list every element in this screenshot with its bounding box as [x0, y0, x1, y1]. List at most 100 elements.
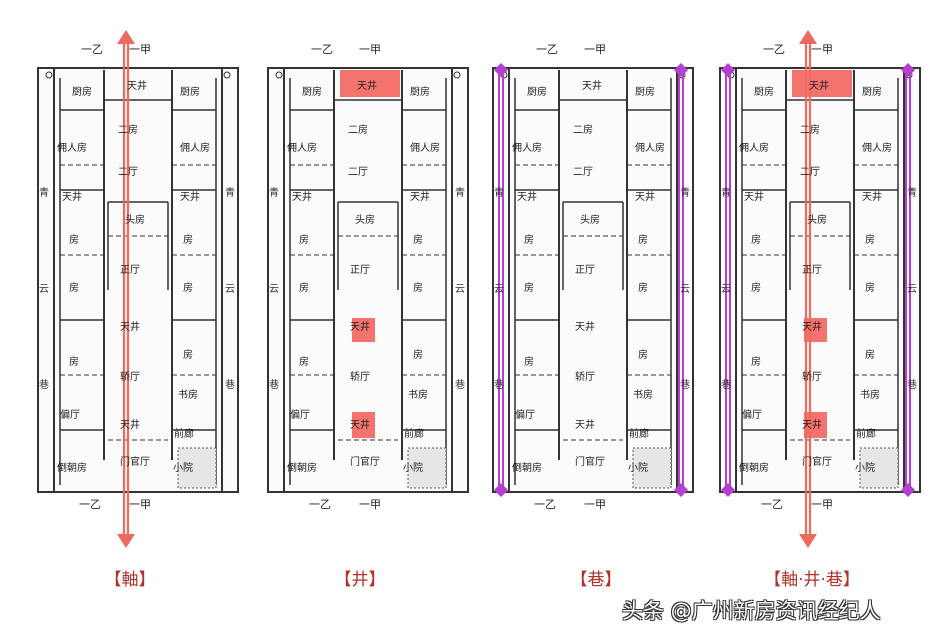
well-circle-icon — [275, 71, 283, 79]
room-label-second-room: 二房 — [348, 123, 368, 136]
lane-label: 巷 — [225, 379, 235, 391]
room-label-second-hall: 二厅 — [118, 167, 138, 178]
room-label-reverse-room: 倒朝房 — [287, 461, 317, 474]
lane-label: 巷 — [269, 379, 279, 391]
section-mark: 一乙 — [81, 43, 103, 56]
room-label-small-yard: 小院 — [173, 461, 193, 474]
room-label-right-room-1: 房 — [865, 233, 875, 246]
lane-end-diamond-icon — [674, 483, 688, 497]
lane-label: 巷 — [494, 379, 504, 391]
room-label-left-room-1: 房 — [69, 233, 79, 246]
room-label-right-room-2: 房 — [638, 281, 648, 294]
panel-caption-3: 【巷】 — [570, 570, 622, 590]
room-label-right-room-3: 房 — [413, 348, 423, 361]
room-label-left-room-3: 房 — [69, 355, 79, 368]
room-label-right-room-3: 房 — [183, 348, 193, 361]
room-label-sedan-hall: 轿厅 — [350, 370, 370, 383]
room-label-right-room-3: 房 — [638, 348, 648, 361]
room-label-front-porch: 前廊 — [856, 427, 876, 440]
room-label-left-room-3: 房 — [299, 355, 309, 368]
section-mark: 一乙 — [311, 43, 333, 56]
lane-label: 巷 — [680, 379, 690, 391]
lane-end-diamond-icon — [901, 483, 915, 497]
room-label-side-hall: 偏厅 — [742, 408, 762, 421]
room-label-front-porch: 前廊 — [174, 427, 194, 440]
lane-label: 青 — [494, 186, 504, 199]
panel-caption-2: 【井】 — [334, 570, 386, 590]
arrow-up-icon — [117, 30, 135, 44]
room-label-right-well: 天井 — [180, 190, 200, 203]
room-label-right-room-2: 房 — [865, 281, 875, 294]
courtyard-well-highlight — [792, 70, 852, 97]
section-mark: 一甲 — [359, 498, 381, 511]
room-label-right-servant: 佣人房 — [862, 141, 892, 154]
room-label-top-well: 天井 — [127, 79, 147, 92]
small-yard-garden — [177, 447, 217, 489]
room-label-study: 书房 — [860, 388, 880, 401]
room-label-gate-hall: 门官厅 — [120, 455, 150, 468]
room-label-left-room-2: 房 — [299, 281, 309, 294]
lane-label: 青 — [269, 186, 279, 199]
room-label-right-well: 天井 — [410, 190, 430, 203]
room-label-right-room-1: 房 — [413, 233, 423, 246]
section-mark: 一甲 — [811, 498, 833, 511]
plan-panel-4: 一乙一甲一乙一甲厨房天井厨房佣人房二房佣人房二厅天井天井头房房房正厅房房天井房房… — [719, 30, 921, 548]
lane-label: 巷 — [455, 379, 465, 391]
room-label-right-servant: 佣人房 — [410, 141, 440, 154]
room-label-left-room-1: 房 — [751, 233, 761, 246]
room-label-left-kitchen: 厨房 — [302, 85, 322, 98]
room-label-left-well: 天井 — [744, 190, 764, 203]
small-yard-garden — [859, 447, 899, 489]
room-label-right-room-1: 房 — [638, 233, 648, 246]
label-layer: 一乙一甲一乙一甲厨房天井厨房佣人房二房佣人房二厅天井天井头房房房正厅房房天井房房… — [39, 43, 235, 511]
room-label-small-yard: 小院 — [403, 461, 423, 474]
room-label-sedan-hall: 轿厅 — [120, 370, 140, 383]
lane-label: 青 — [907, 186, 917, 199]
room-label-main-hall: 正厅 — [350, 265, 370, 276]
room-label-second-room: 二房 — [118, 123, 138, 136]
room-label-small-yard: 小院 — [855, 461, 875, 474]
section-mark: 一甲 — [584, 498, 606, 511]
room-label-right-kitchen: 厨房 — [180, 85, 200, 98]
room-label-left-kitchen: 厨房 — [527, 85, 547, 98]
room-label-head-room: 头房 — [125, 213, 145, 226]
lane-end-diamond-icon — [721, 483, 735, 497]
lane-label: 云 — [907, 284, 917, 295]
room-label-top-well: 天井 — [357, 79, 377, 92]
courtyard-well-highlight — [352, 412, 375, 438]
small-yard-garden — [632, 447, 672, 489]
room-label-study: 书房 — [178, 388, 198, 401]
room-label-right-kitchen: 厨房 — [410, 85, 430, 98]
room-label-right-kitchen: 厨房 — [862, 85, 882, 98]
label-layer: 一乙一甲一乙一甲厨房天井厨房佣人房二房佣人房二厅天井天井头房房房正厅房房天井房房… — [269, 43, 465, 511]
well-circle-icon — [453, 71, 461, 79]
room-label-left-room-1: 房 — [524, 233, 534, 246]
overlay-layer — [721, 30, 915, 548]
lane-label: 云 — [721, 284, 731, 295]
lane-end-diamond-icon — [901, 63, 915, 77]
room-label-second-hall: 二厅 — [573, 167, 593, 178]
watermark: 头条 @广州新房资讯经纪人 — [622, 599, 881, 623]
section-mark: 一乙 — [534, 498, 556, 511]
room-label-right-servant: 佣人房 — [180, 141, 210, 154]
room-label-left-well: 天井 — [62, 190, 82, 203]
room-label-left-servant: 佣人房 — [57, 141, 87, 154]
section-mark: 一甲 — [811, 43, 833, 56]
room-label-right-well: 天井 — [635, 190, 655, 203]
room-label-left-kitchen: 厨房 — [754, 85, 774, 98]
room-label-left-servant: 佣人房 — [287, 141, 317, 154]
room-label-left-well: 天井 — [292, 190, 312, 203]
room-label-left-room-2: 房 — [69, 281, 79, 294]
room-label-right-room-1: 房 — [183, 233, 193, 246]
room-label-front-porch: 前廊 — [629, 427, 649, 440]
room-label-side-hall: 偏厅 — [290, 408, 310, 421]
room-label-left-servant: 佣人房 — [739, 141, 769, 154]
room-label-sedan-hall: 轿厅 — [575, 370, 595, 383]
lane-label: 云 — [225, 284, 235, 295]
room-label-right-kitchen: 厨房 — [635, 85, 655, 98]
room-label-left-servant: 佣人房 — [512, 141, 542, 154]
lane-label: 云 — [455, 284, 465, 295]
lane-label: 云 — [39, 284, 49, 295]
overlay-layer — [340, 70, 400, 438]
overlay-layer — [494, 63, 688, 497]
